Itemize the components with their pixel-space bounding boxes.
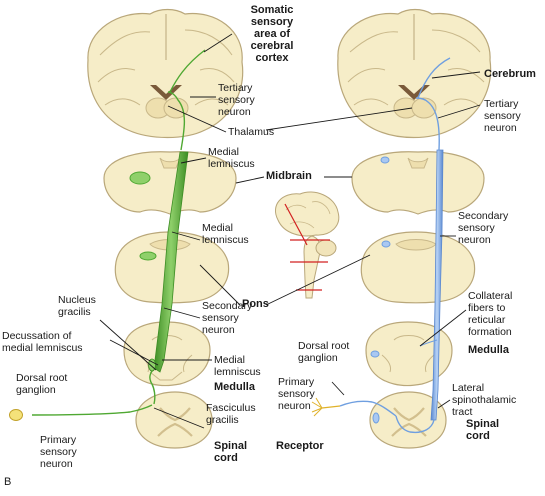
brain-stem-icon [275,192,338,298]
label-medulla-left: Medulla [214,381,255,393]
label-secondary-left: Secondary sensory neuron [202,300,252,336]
label-primary-right: Primary sensory neuron [278,376,315,412]
label-cerebrum: Cerebrum [484,68,536,80]
label-dorsal-root-right: Dorsal root ganglion [298,340,349,364]
label-tertiary-left: Tertiary sensory neuron [218,82,255,118]
label-medulla-right: Medulla [468,344,509,356]
panel-letter: B [4,476,11,488]
label-collateral-fibers: Collateral fibers to reticular formation [468,290,512,338]
label-fasciculus-gracilis: Fasciculus gracilis [206,402,256,426]
label-nucleus-gracilis: Nucleus gracilis [58,294,96,318]
label-dorsal-root-left: Dorsal root ganglion [16,372,67,396]
label-tertiary-right: Tertiary sensory neuron [484,98,521,134]
label-receptor: Receptor [276,440,324,452]
label-secondary-right: Secondary sensory neuron [458,210,508,246]
label-primary-left: Primary sensory neuron [40,434,77,470]
right-midbrain-section [352,152,484,214]
label-lateral-spinothalamic: Lateral spinothalamic tract [452,382,516,418]
label-spinal-cord-right: Spinal cord [466,418,499,442]
label-somatic-cortex: Somatic sensory area of cerebral cortex [232,4,312,64]
label-thalamus: Thalamus [228,126,274,138]
left-cerebrum-section [88,10,243,138]
label-spinal-cord-left: Spinal cord [214,440,247,464]
label-midbrain: Midbrain [266,170,312,182]
left-spinal-cord-section [136,392,212,448]
label-medial-lemniscus-3: Medial lemniscus [214,354,261,378]
label-medial-lemniscus-2: Medial lemniscus [202,222,249,246]
label-decussation: Decussation of medial lemniscus [2,330,83,354]
label-medial-lemniscus-1: Medial lemniscus [208,146,255,170]
